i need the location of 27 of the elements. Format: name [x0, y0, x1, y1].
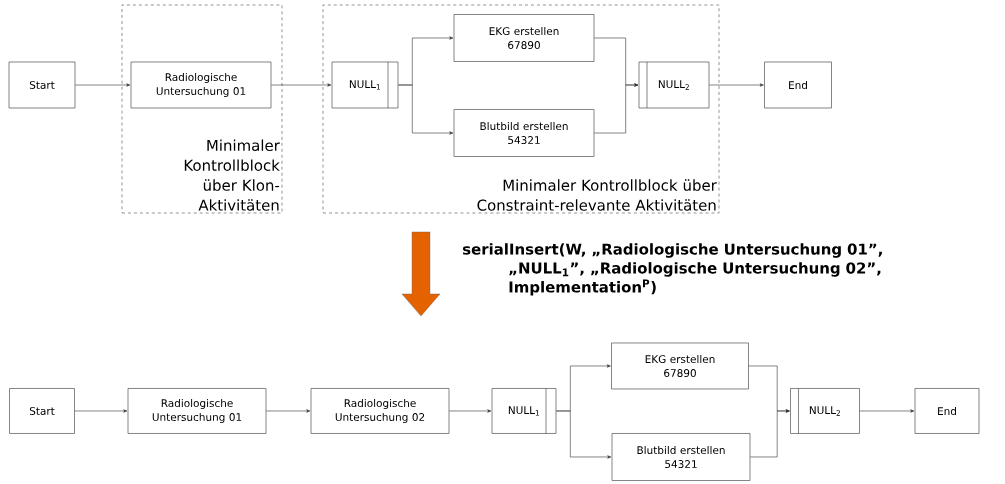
arrow — [398, 84, 454, 135]
arrow — [859, 409, 915, 413]
arrow — [750, 409, 790, 458]
arrow — [75, 83, 131, 87]
activity-box: End — [914, 388, 980, 434]
activity-box: Blutbild erstellen 54321 — [453, 109, 595, 157]
activity-box: Start — [9, 388, 75, 434]
activity-box: Blutbild erstellen 54321 — [611, 433, 751, 481]
arrow — [709, 83, 764, 87]
arrow — [74, 409, 128, 413]
arrow — [556, 410, 612, 459]
activity-box: Start — [8, 61, 76, 109]
arrow — [266, 409, 311, 413]
activity-box: Radiologische Untersuchung 01 — [127, 388, 267, 434]
arrow — [449, 409, 492, 413]
arrow — [594, 83, 639, 134]
activity-box: End — [764, 61, 832, 109]
null-node-box: NULL$_{1}$ — [491, 388, 557, 434]
activity-box: EKG erstellen 67890 — [611, 342, 749, 390]
arrow — [271, 83, 332, 87]
null-node-box: NULL$_{2}$ — [790, 388, 860, 434]
activity-box: EKG erstellen 67890 — [453, 14, 595, 62]
null-node-box: NULL$_{1}$ — [331, 61, 399, 109]
activity-box: Radiologische Untersuchung 02 — [310, 388, 450, 434]
operation-label: serialInsert(W, „Radiologische Untersuchung 01”, „NULL$_{1}$”, „Radiologische Untersuchung 02”, Implementation$^{P}$) — [462, 243, 882, 296]
activity-box: Radiologische Untersuchung 01 — [130, 61, 272, 109]
null-node-box: NULL$_{2}$ — [638, 61, 710, 109]
